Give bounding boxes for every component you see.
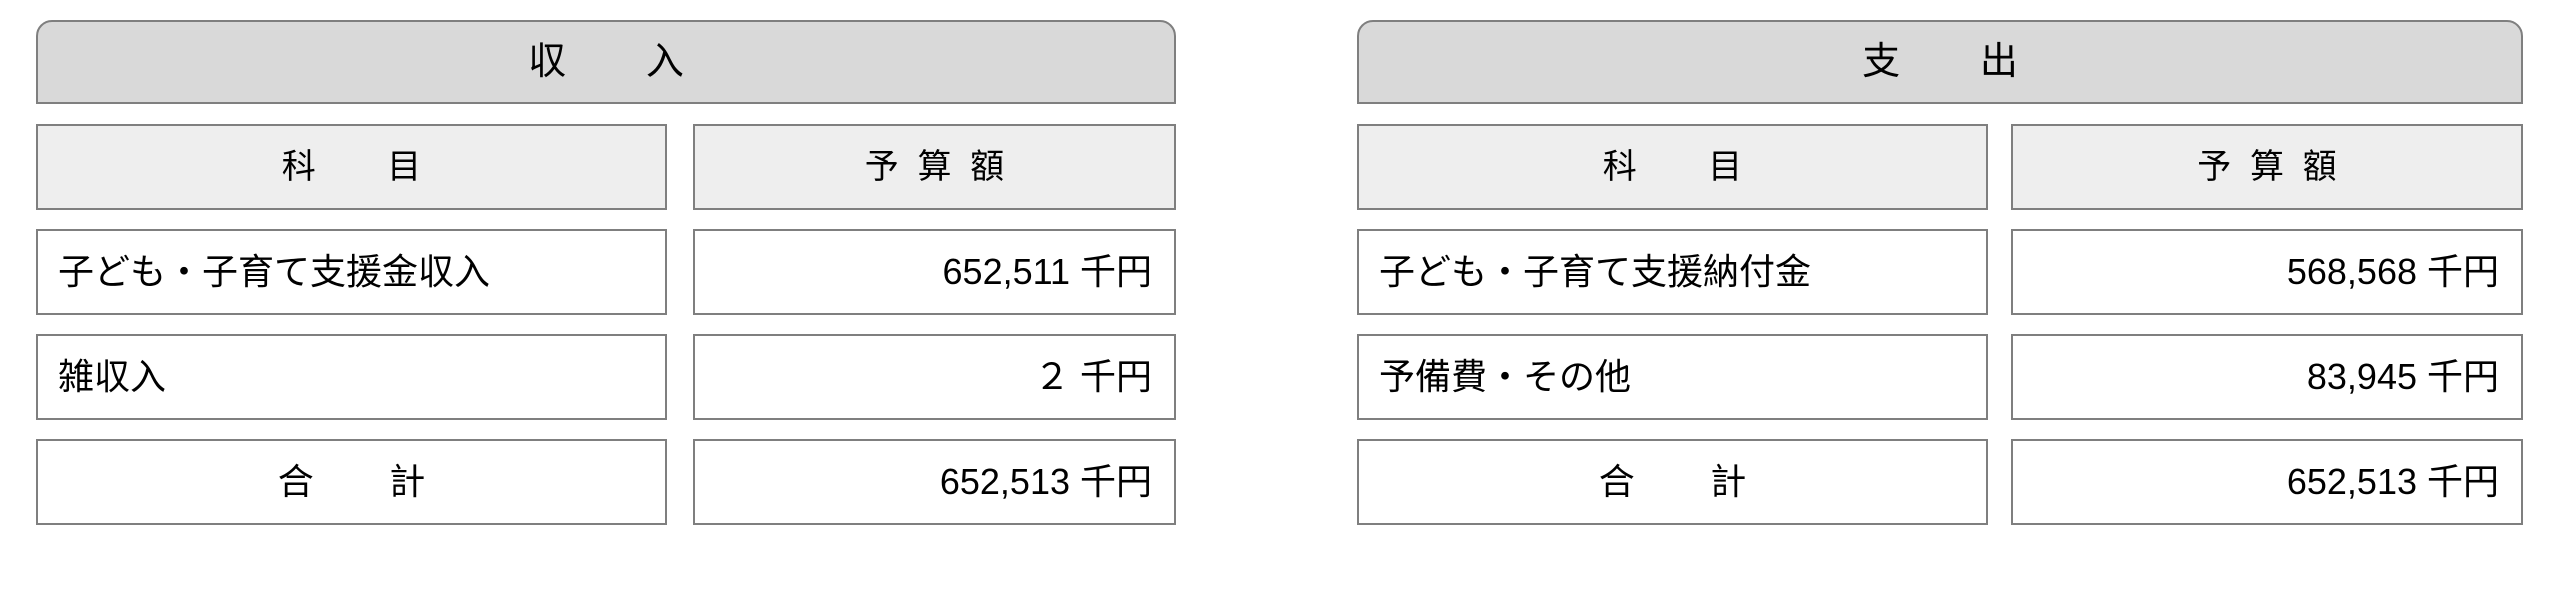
expense-table-title: 支 出 xyxy=(1862,41,2039,83)
expense-total-row: 合 計 652,513 千円 xyxy=(1357,439,2523,525)
income-column-header-item: 科 目 xyxy=(36,124,667,210)
expense-column-header-row: 科 目 予算額 xyxy=(1357,124,2523,210)
expense-table-title-bar: 支 出 xyxy=(1357,20,2523,104)
income-total-label-cell: 合 計 xyxy=(36,439,667,525)
expense-row-1-item: 予備費・その他 xyxy=(1357,334,1988,420)
income-row-1-amount: ２ 千円 xyxy=(693,334,1176,420)
income-row-1-item: 雑収入 xyxy=(36,334,667,420)
income-row-0-item: 子ども・子育て支援金収入 xyxy=(36,229,667,315)
expense-row-1-amount: 83,945 千円 xyxy=(2011,334,2523,420)
table-row: 子ども・子育て支援金収入 652,511 千円 xyxy=(36,229,1176,315)
expense-row-0-amount: 568,568 千円 xyxy=(2011,229,2523,315)
expense-row-0-item: 子ども・子育て支援納付金 xyxy=(1357,229,1988,315)
income-column-header-row: 科 目 予算額 xyxy=(36,124,1176,210)
expense-total-amount: 652,513 千円 xyxy=(2011,439,2523,525)
expense-table: 支 出 科 目 予算額 子ども・子育て支援納付金 568,568 千円 予備費・… xyxy=(1357,20,2523,525)
table-row: 雑収入 ２ 千円 xyxy=(36,334,1176,420)
income-column-header-amount-label: 予算額 xyxy=(864,148,1023,186)
income-row-0-amount: 652,511 千円 xyxy=(693,229,1176,315)
table-row: 予備費・その他 83,945 千円 xyxy=(1357,334,2523,420)
income-table-title: 収 入 xyxy=(528,41,705,83)
expense-column-header-item-label: 科 目 xyxy=(1602,148,1761,186)
income-column-header-amount: 予算額 xyxy=(693,124,1176,210)
expense-column-header-item: 科 目 xyxy=(1357,124,1988,210)
expense-total-label-cell: 合 計 xyxy=(1357,439,1988,525)
expense-column-header-amount-label: 予算額 xyxy=(2197,148,2356,186)
table-row: 子ども・子育て支援納付金 568,568 千円 xyxy=(1357,229,2523,315)
income-table-title-bar: 収 入 xyxy=(36,20,1176,104)
income-total-row: 合 計 652,513 千円 xyxy=(36,439,1176,525)
income-table: 収 入 科 目 予算額 子ども・子育て支援金収入 652,511 千円 雑収入 … xyxy=(36,20,1176,525)
income-total-amount: 652,513 千円 xyxy=(693,439,1176,525)
income-column-header-item-label: 科 目 xyxy=(281,148,440,186)
expense-column-header-amount: 予算額 xyxy=(2011,124,2523,210)
income-total-label: 合 計 xyxy=(277,461,446,502)
expense-total-label: 合 計 xyxy=(1598,461,1767,502)
